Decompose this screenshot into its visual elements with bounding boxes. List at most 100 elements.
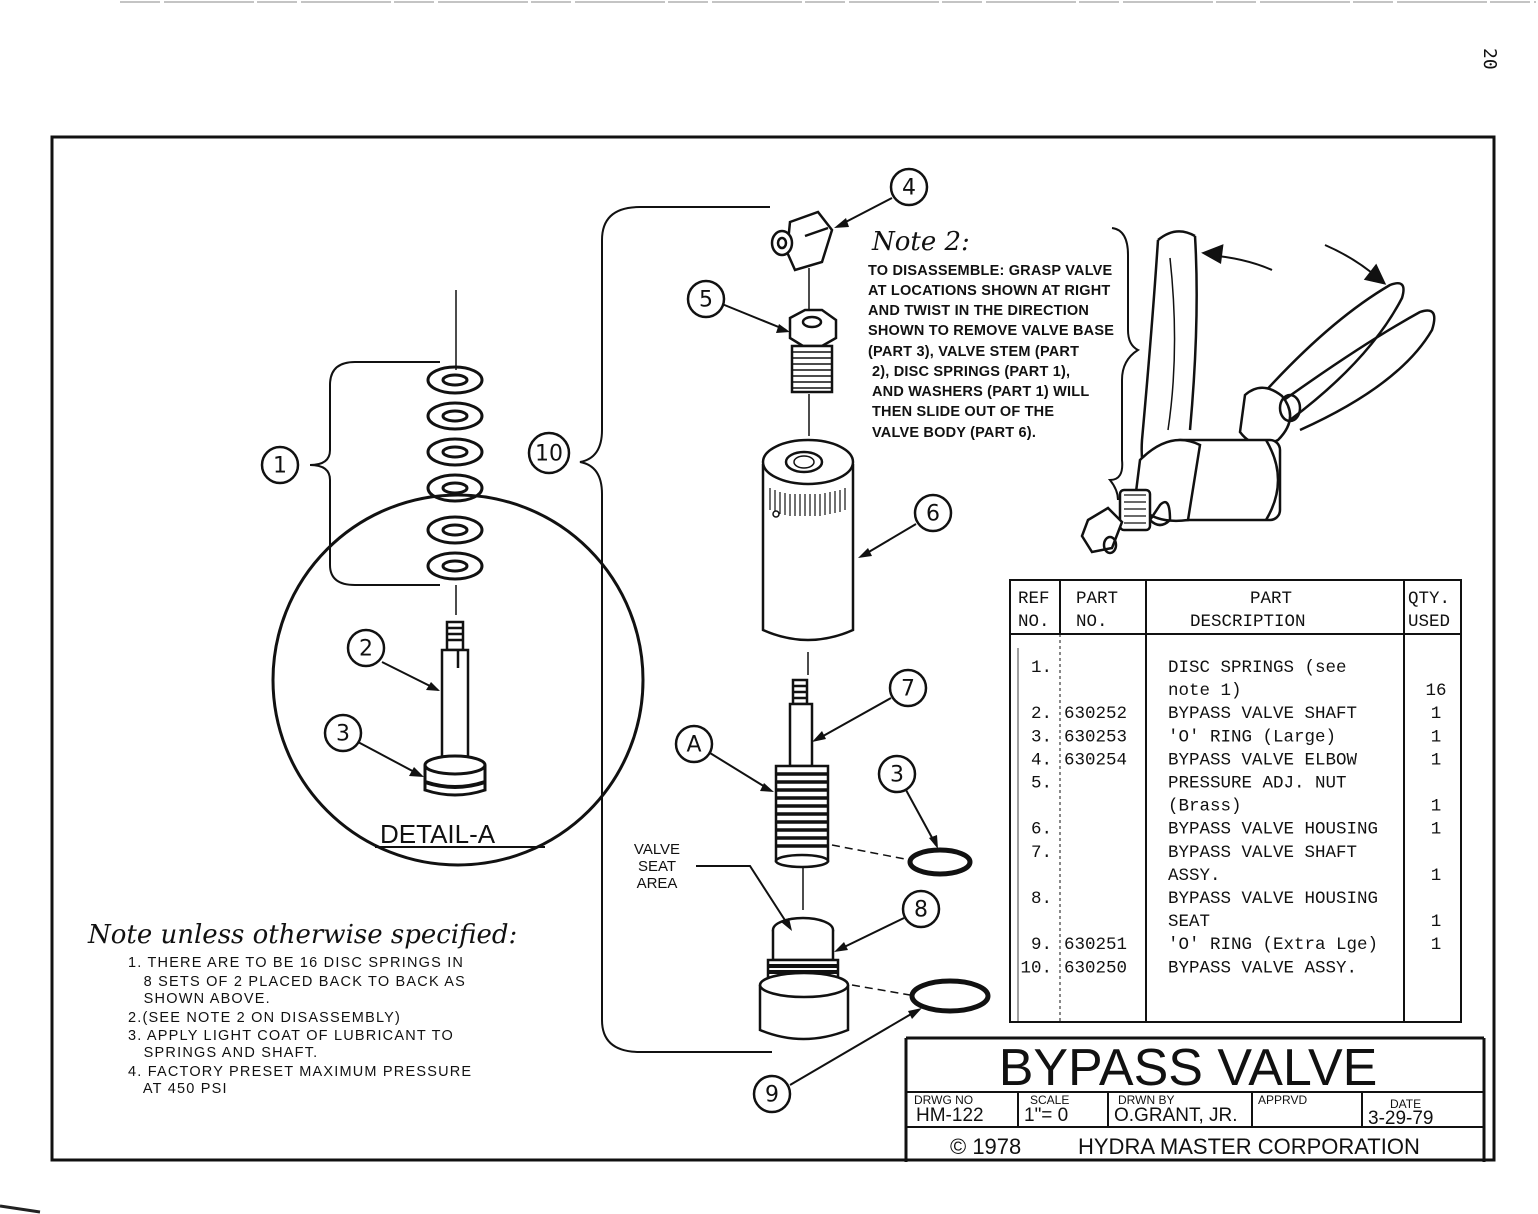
main-assembly: 10 4 5 bbox=[527, 167, 991, 1114]
svg-text:4: 4 bbox=[902, 176, 916, 201]
callout-9: 9 bbox=[752, 1008, 922, 1114]
svg-text:SHOWN TO REMOVE VALVE BASE: SHOWN TO REMOVE VALVE BASE bbox=[868, 323, 1114, 339]
copyright: © 1978 bbox=[950, 1134, 1021, 1159]
table-cell-description: PRESSURE ADJ. NUT bbox=[1168, 774, 1347, 794]
table-cell-ref: 9. bbox=[1031, 935, 1052, 955]
svg-text:3. APPLY LIGHT COAT OF LUBRICA: 3. APPLY LIGHT COAT OF LUBRICANT TO bbox=[128, 1028, 454, 1044]
svg-text:(PART 3), VALVE STEM (PART: (PART 3), VALVE STEM (PART bbox=[868, 344, 1079, 360]
table-cell-description: DISC SPRINGS (see bbox=[1168, 658, 1347, 678]
svg-text:7: 7 bbox=[901, 677, 915, 702]
svg-text:PART: PART bbox=[1076, 589, 1118, 609]
valve-base-part-3 bbox=[423, 754, 487, 797]
svg-text:APPRVD: APPRVD bbox=[1258, 1093, 1307, 1107]
svg-text:3: 3 bbox=[336, 722, 350, 747]
svg-text:VALVE BODY (PART 6).: VALVE BODY (PART 6). bbox=[872, 425, 1036, 441]
pressure-adj-nut-part-5 bbox=[788, 308, 838, 394]
table-cell-ref: 5. bbox=[1031, 774, 1052, 794]
pliers-illustration bbox=[1080, 230, 1436, 555]
svg-text:2: 2 bbox=[359, 637, 373, 662]
svg-text:AND WASHERS (PART 1) WILL: AND WASHERS (PART 1) WILL bbox=[872, 384, 1089, 400]
callout-4: 4 bbox=[834, 167, 929, 228]
scale-value: 1"= 0 bbox=[1024, 1105, 1068, 1126]
svg-text:2.(SEE NOTE 2 ON DISASSEMBLY): 2.(SEE NOTE 2 ON DISASSEMBLY) bbox=[128, 1010, 401, 1026]
svg-text:THEN SLIDE OUT OF THE: THEN SLIDE OUT OF THE bbox=[872, 404, 1054, 420]
svg-text:3: 3 bbox=[890, 763, 904, 788]
svg-text:DRWN BY: DRWN BY bbox=[1118, 1093, 1174, 1107]
svg-text:8 SETS OF 2 PLACED BACK TO BAC: 8 SETS OF 2 PLACED BACK TO BACK AS bbox=[128, 974, 466, 990]
o-ring-extra-large-part-9 bbox=[909, 978, 991, 1014]
svg-text:REF: REF bbox=[1018, 589, 1050, 609]
table-cell-description: (Brass) bbox=[1168, 797, 1242, 817]
table-cell-qty: 1 bbox=[1431, 866, 1442, 886]
company-name: HYDRA MASTER CORPORATION bbox=[1078, 1134, 1420, 1159]
callout-1: 1 bbox=[260, 445, 300, 485]
disc-springs-stack bbox=[426, 365, 484, 581]
svg-text:AT LOCATIONS SHOWN AT RIGHT: AT LOCATIONS SHOWN AT RIGHT bbox=[868, 283, 1110, 299]
table-cell-description: BYPASS VALVE HOUSING bbox=[1168, 820, 1378, 840]
table-cell-description: ASSY. bbox=[1168, 866, 1221, 886]
drawing-number: HM-122 bbox=[916, 1105, 984, 1126]
table-cell-qty: 1 bbox=[1431, 935, 1442, 955]
table-cell-qty: 16 bbox=[1425, 681, 1446, 701]
svg-text:AT 450 PSI: AT 450 PSI bbox=[128, 1081, 228, 1097]
callout-7: 7 bbox=[812, 668, 928, 742]
svg-text:VALVE: VALVE bbox=[634, 841, 680, 858]
svg-text:9: 9 bbox=[765, 1083, 779, 1108]
svg-text:Note unless otherwise specifie: Note unless otherwise specified: bbox=[87, 920, 517, 950]
svg-text:NO.: NO. bbox=[1018, 612, 1050, 632]
table-cell-qty: 1 bbox=[1431, 820, 1442, 840]
svg-text:DESCRIPTION: DESCRIPTION bbox=[1190, 612, 1306, 632]
valve-seat-area-label: VALVE SEAT AREA bbox=[634, 841, 792, 931]
svg-text:6: 6 bbox=[926, 502, 940, 527]
drawing-title: BYPASS VALVE bbox=[999, 1039, 1378, 1097]
table-cell-qty: 1 bbox=[1431, 797, 1442, 817]
svg-text:SEAT: SEAT bbox=[638, 858, 676, 875]
callout-a: A bbox=[674, 724, 774, 792]
svg-text:AREA: AREA bbox=[637, 875, 678, 892]
callout-6: 6 bbox=[858, 493, 953, 558]
svg-text:SCALE: SCALE bbox=[1030, 1093, 1069, 1107]
valve-shaft-part-2 bbox=[440, 620, 470, 762]
bypass-valve-housing-part-6 bbox=[761, 438, 855, 642]
parts-list-table: REF NO. PART NO. PART DESCRIPTION QTY. U… bbox=[1009, 579, 1462, 1023]
svg-text:SPRINGS AND SHAFT.: SPRINGS AND SHAFT. bbox=[128, 1045, 318, 1061]
table-cell-part-no: 630253 bbox=[1064, 727, 1127, 747]
bypass-valve-elbow-part-4 bbox=[770, 210, 834, 272]
svg-text:1. THERE ARE TO BE 16 DISC SPR: 1. THERE ARE TO BE 16 DISC SPRINGS IN bbox=[128, 955, 464, 971]
table-cell-part-no: 630250 bbox=[1064, 958, 1127, 978]
table-cell-qty: 1 bbox=[1431, 704, 1442, 724]
note-2: Note 2: TO DISASSEMBLE: GRASP VALVE AT L… bbox=[868, 227, 1141, 501]
svg-text:Note 2:: Note 2: bbox=[871, 227, 970, 257]
table-cell-qty: 1 bbox=[1431, 912, 1442, 932]
table-cell-ref: 3. bbox=[1031, 727, 1052, 747]
table-cell-ref: 4. bbox=[1031, 750, 1052, 770]
table-cell-ref: 2. bbox=[1031, 704, 1052, 724]
svg-text:USED: USED bbox=[1408, 612, 1450, 632]
callout-10: 10 bbox=[527, 431, 571, 475]
o-ring-large-part-3 bbox=[907, 847, 973, 877]
table-cell-description: BYPASS VALVE SHAFT bbox=[1168, 843, 1357, 863]
table-cell-description: BYPASS VALVE ELBOW bbox=[1168, 750, 1358, 770]
table-cell-description: 'O' RING (Large) bbox=[1168, 727, 1336, 747]
svg-text:DATE: DATE bbox=[1390, 1097, 1421, 1111]
table-cell-description: 'O' RING (Extra Lge) bbox=[1168, 935, 1378, 955]
table-cell-ref: 10. bbox=[1020, 958, 1052, 978]
table-cell-description: SEAT bbox=[1168, 912, 1210, 932]
svg-text:TO DISASSEMBLE: GRASP VALVE: TO DISASSEMBLE: GRASP VALVE bbox=[868, 263, 1113, 279]
table-cell-ref: 8. bbox=[1031, 889, 1052, 909]
detail-a-label: DETAIL-A bbox=[380, 819, 496, 849]
table-cell-ref: 6. bbox=[1031, 820, 1052, 840]
svg-text:5: 5 bbox=[699, 288, 713, 313]
table-cell-description: note 1) bbox=[1168, 681, 1242, 701]
table-cell-part-no: 630254 bbox=[1064, 750, 1127, 770]
svg-text:QTY.: QTY. bbox=[1408, 589, 1450, 609]
detail-a-view: 1 2 3 DETAIL-A bbox=[260, 290, 645, 867]
svg-text:DRWG NO: DRWG NO bbox=[914, 1093, 973, 1107]
callout-2: 2 bbox=[346, 628, 440, 691]
drawn-by: O.GRANT, JR. bbox=[1114, 1105, 1238, 1126]
table-cell-part-no: 630251 bbox=[1064, 935, 1127, 955]
svg-text:8: 8 bbox=[914, 898, 928, 923]
general-notes: Note unless otherwise specified: 1. THER… bbox=[87, 920, 517, 1097]
